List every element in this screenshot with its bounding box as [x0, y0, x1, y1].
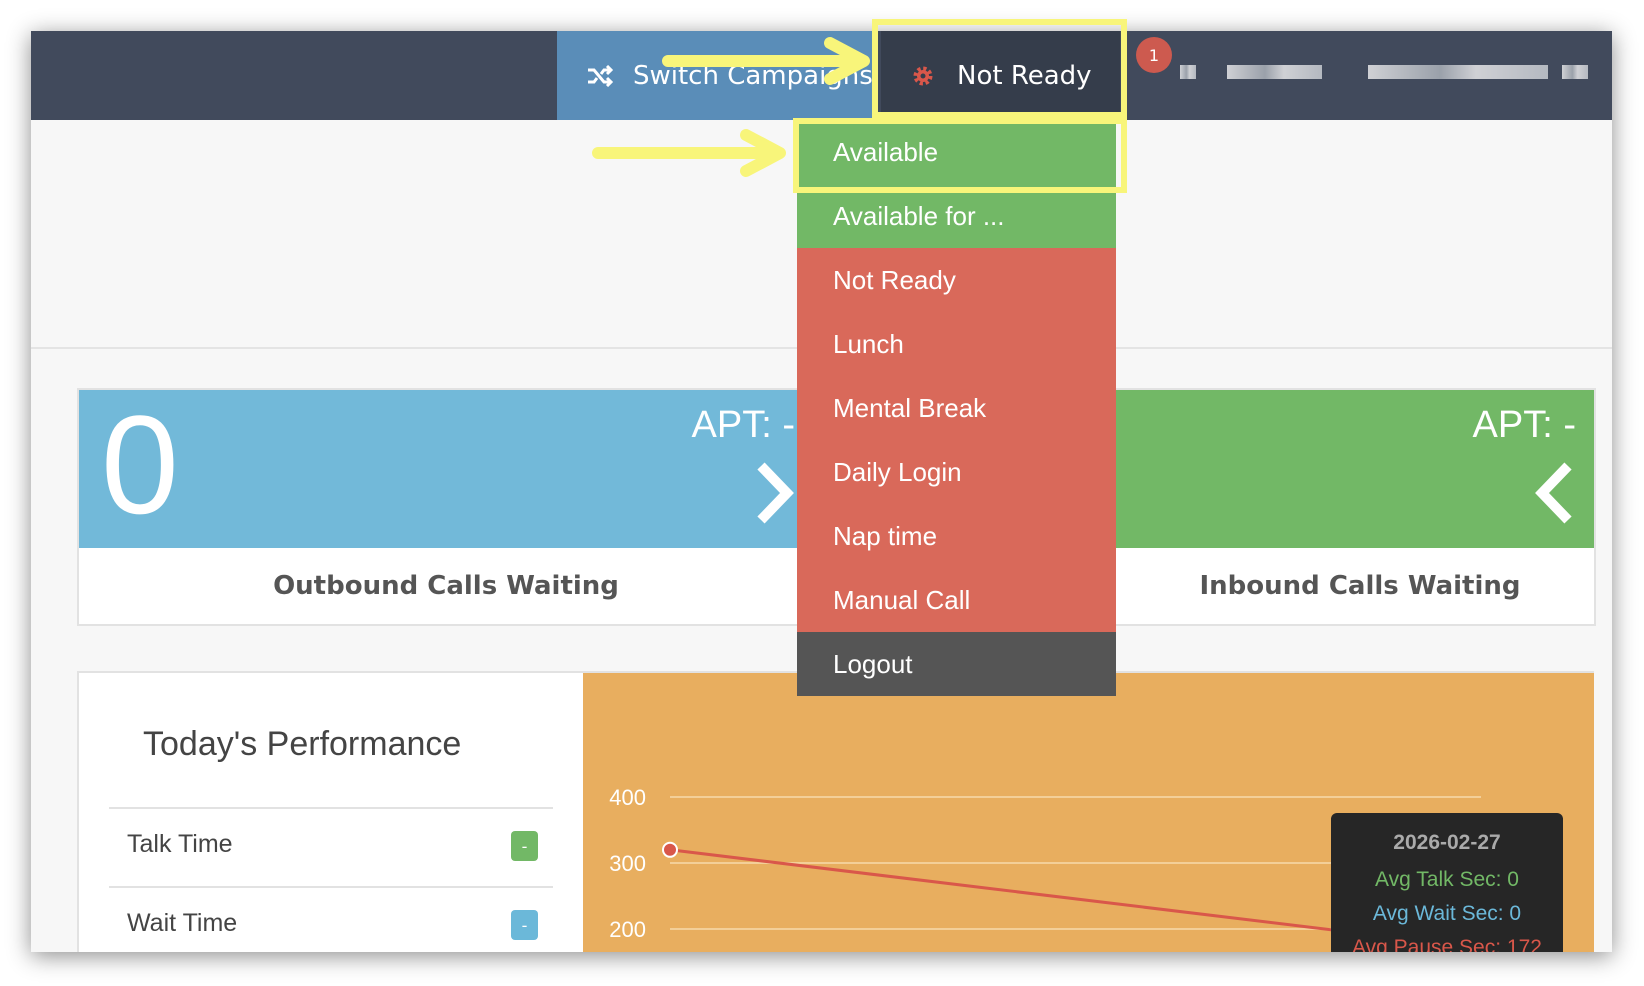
highlight-status-button: [872, 19, 1127, 118]
inbound-apt: APT: -: [1472, 404, 1576, 446]
talk-time-label: Talk Time: [127, 830, 233, 858]
y-tick-label: 300: [609, 851, 646, 876]
shuffle-icon: [588, 64, 613, 87]
status-option-nap-time[interactable]: Nap time: [797, 504, 1116, 568]
divider: [109, 886, 553, 888]
agent-window: Switch Campaigns Not Ready 1 0 APT: - Ou…: [31, 31, 1612, 952]
blurred-user-info: [1368, 65, 1548, 79]
blurred-user-info: [1180, 65, 1196, 79]
status-dropdown-menu: Available Available for ... Not Ready Lu…: [797, 120, 1116, 696]
data-point: [662, 841, 678, 858]
blurred-user-info: [1227, 65, 1322, 79]
notification-badge[interactable]: 1: [1136, 37, 1172, 73]
agent-status-button[interactable]: Not Ready: [881, 31, 1120, 120]
chevron-right-icon[interactable]: [753, 460, 795, 526]
gear-icon: [913, 66, 933, 85]
chart-tooltip: 2026-02-27 Avg Talk Sec: 0 Avg Wait Sec:…: [1331, 813, 1563, 952]
status-option-logout[interactable]: Logout: [797, 632, 1116, 696]
outbound-count: 0: [101, 386, 179, 543]
outbound-calls-card: 0 APT: - Outbound Calls Waiting: [77, 386, 815, 626]
status-option-available[interactable]: Available: [797, 120, 1116, 184]
performance-title: Today's Performance: [143, 725, 462, 763]
outbound-calls-label: Outbound Calls Waiting: [273, 571, 619, 601]
status-option-lunch[interactable]: Lunch: [797, 312, 1116, 376]
outbound-apt: APT: -: [691, 404, 795, 446]
tooltip-pause: Avg Pause Sec: 172: [1352, 936, 1542, 952]
tooltip-wait: Avg Wait Sec: 0: [1372, 902, 1522, 925]
status-option-daily-login[interactable]: Daily Login: [797, 440, 1116, 504]
inbound-calls-label: Inbound Calls Waiting: [1199, 571, 1521, 601]
highlight-available-option: [793, 118, 1127, 193]
blurred-user-info: [1562, 65, 1588, 79]
outbound-card-header: 0 APT: -: [79, 386, 813, 548]
y-tick-label: 400: [609, 785, 646, 810]
chevron-left-icon[interactable]: [1534, 460, 1576, 526]
arrow-icon: [592, 37, 870, 177]
status-option-not-ready[interactable]: Not Ready: [797, 248, 1116, 312]
wait-time-label: Wait Time: [127, 909, 238, 937]
agent-status-label: Not Ready: [957, 60, 1092, 91]
status-option-available-for[interactable]: Available for ...: [797, 184, 1116, 248]
annotation-arrows: [592, 37, 870, 177]
y-tick-label: 200: [609, 917, 646, 942]
status-option-manual-call[interactable]: Manual Call: [797, 568, 1116, 632]
tooltip-talk: Avg Talk Sec: 0: [1375, 868, 1519, 891]
status-option-mental-break[interactable]: Mental Break: [797, 376, 1116, 440]
talk-time-value: -: [511, 831, 538, 861]
divider: [109, 807, 553, 809]
wait-time-value: -: [511, 910, 538, 940]
tooltip-date: 2026-02-27: [1393, 831, 1501, 854]
